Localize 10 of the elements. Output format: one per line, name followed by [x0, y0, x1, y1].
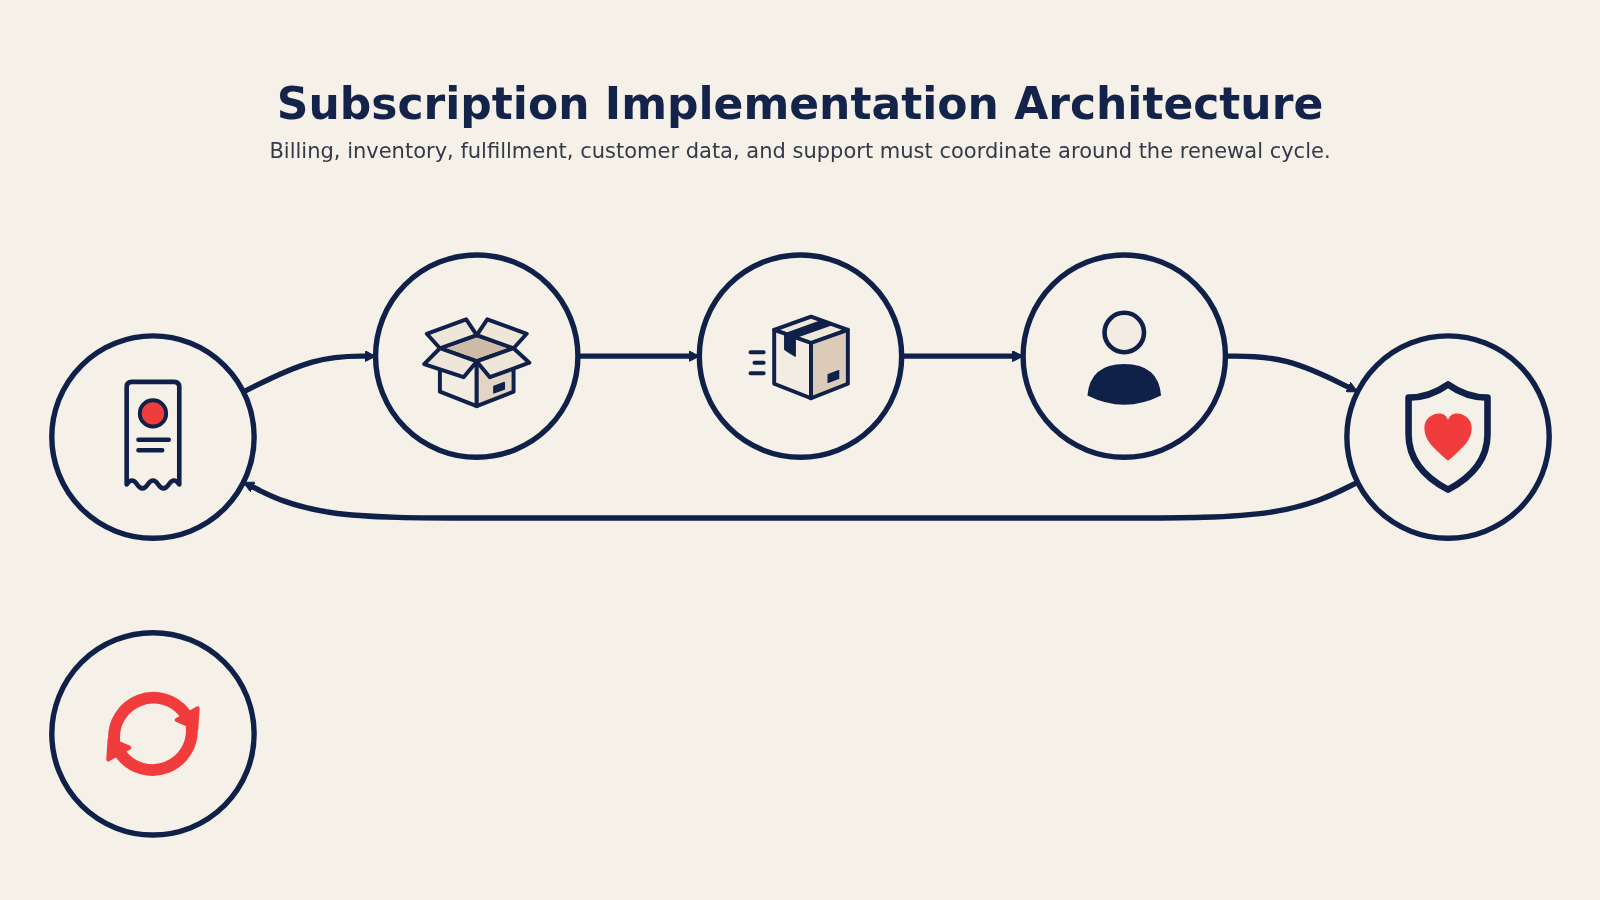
diagram-subtitle: Billing, inventory, fulfillment, customer data, and support must coordinate around the renewal cycle.	[269, 139, 1331, 163]
arrow	[242, 479, 1359, 521]
diagram-title: Subscription Implementation Architecture	[276, 78, 1324, 129]
node-circle	[1343, 333, 1552, 541]
node-circle	[696, 252, 904, 460]
node-circle	[1019, 252, 1228, 460]
node-circle	[48, 333, 257, 541]
node-circle	[48, 630, 257, 838]
node-circle	[372, 252, 581, 460]
arrow	[577, 350, 700, 363]
